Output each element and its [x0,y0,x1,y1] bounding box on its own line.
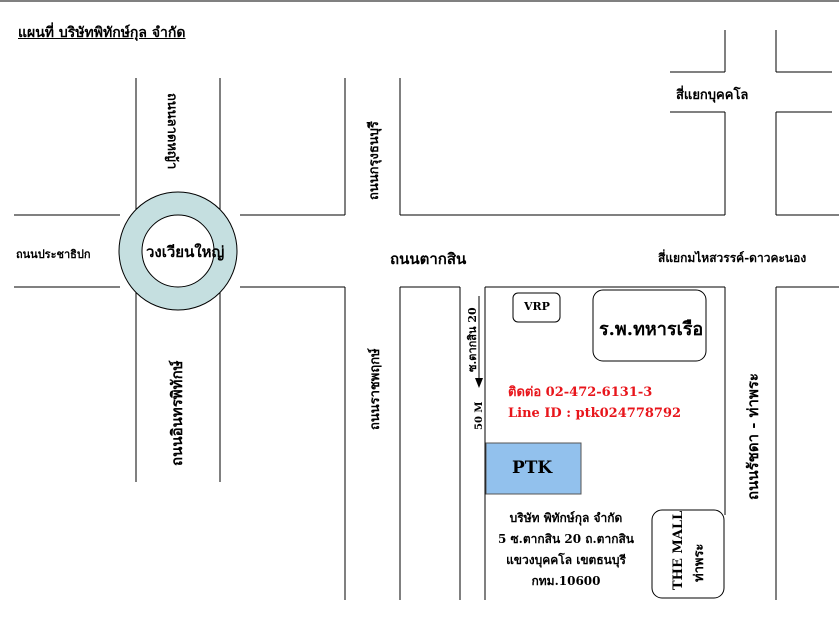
roundabout-center [141,214,215,288]
ptk-label: PTK [512,458,553,478]
distance-label: 50 M [474,401,485,430]
road-label-ratchada-thaphra: ถนนรัชดา - ท่าพระ [744,373,762,500]
road-label-lat-ya: ถนนลาดหญ้า [164,93,179,170]
road-label-rajaphruek: ถนนราชพฤกษ์ [368,348,383,430]
address-line-1: บริษัท พิทักษ์กุล จำกัด [509,511,623,525]
road-label-intharaphithak: ถนนอินทรพิทักษ์ [168,360,186,466]
vrp-box [512,292,561,323]
road-label-prajadhipok: ถนนประชาธิปก [16,248,91,261]
junction-label-mahaisawan: สี่แยกมไหสวรรค์-ดาวคะนอง [658,251,807,265]
distance-arrow-head [475,378,483,388]
company-address: บริษัท พิทักษ์กุล จำกัด 5 ซ.ตากสิน 20 ถ.… [490,508,642,592]
roundabout-label: วงเวียนใหญ่ [146,243,225,261]
address-line-4: กทม.10600 [531,574,601,588]
vrp-label: VRP [524,300,550,313]
road-label-soi-taksin20: ซ.ตากสิน 20 [466,307,479,372]
ptk-box [485,442,582,495]
junction-label-bukkhalo: สี่แยกบุคคโล [676,88,749,103]
contact-phone: ติดต่อ 02-472-6131-3 [508,385,653,400]
the-mall-box [651,509,725,599]
navy-hospital-box [592,289,707,362]
road-label-taksin: ถนนตากสิน [390,250,467,268]
contact-line-id: Line ID : ptk024778792 [508,406,682,421]
navy-hospital-label: ร.พ.ทหารเรือ [599,319,704,340]
the-mall-label-line1: THE MALL [671,510,686,590]
road-label-krung-thonburi: ถนนกรุงธนบุรี [367,121,382,200]
map-title: แผนที่ บริษัทพิทักษ์กุล จำกัด [18,25,186,41]
address-line-3: แขวงบุคคโล เขตธนบุรี [506,553,626,567]
the-mall-label-line2: ท่าพระ [692,543,707,582]
address-line-2: 5 ซ.ตากสิน 20 ถ.ตากสิน [498,532,634,546]
